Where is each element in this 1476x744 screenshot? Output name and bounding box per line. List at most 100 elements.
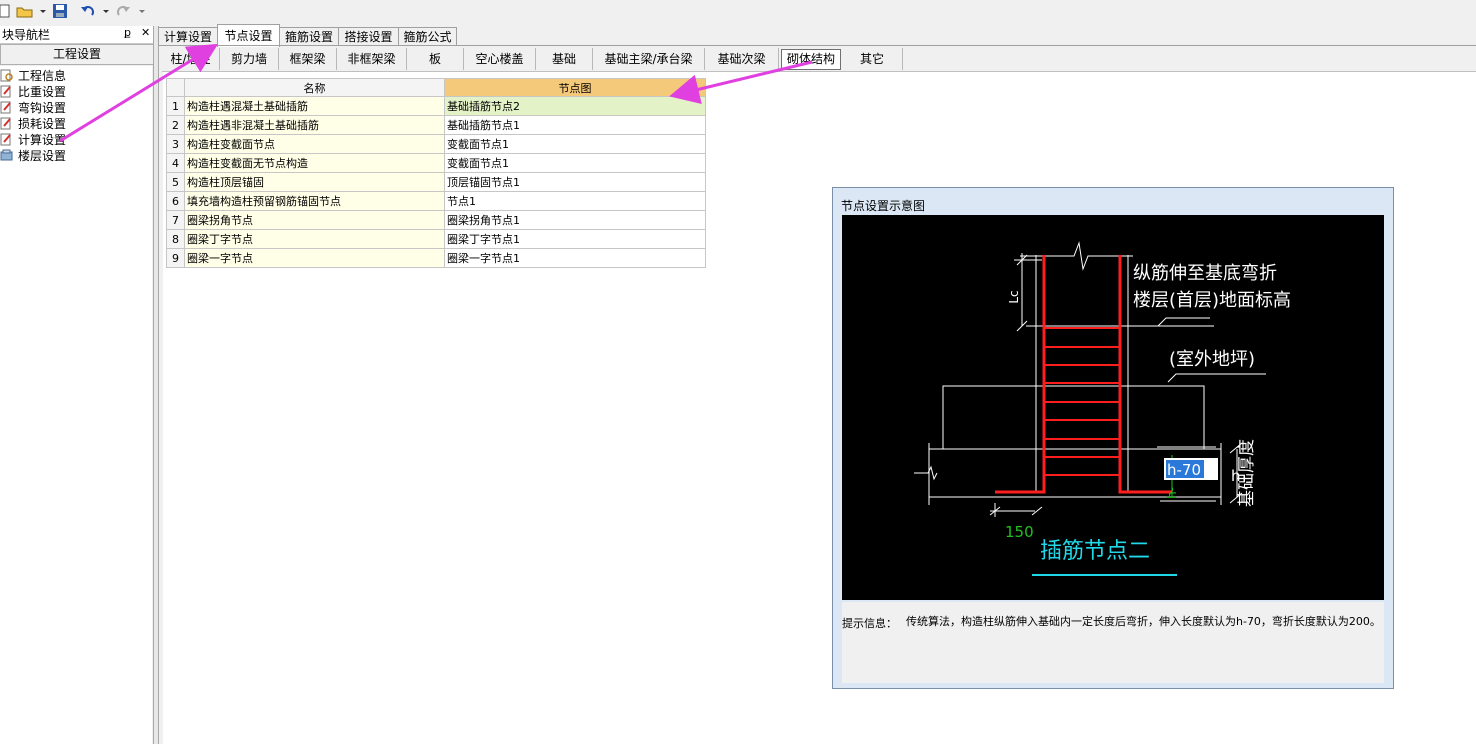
label-150: 150: [1005, 523, 1034, 541]
dialog-title: 节点设置示意图: [841, 199, 926, 213]
label-floor-elevation: 楼层(首层)地面标高: [1133, 290, 1291, 311]
info-panel: 提示信息： 传统算法，构造柱纵筋伸入基础内一定长度后弯折，伸入长度默认为h-70…: [842, 602, 1384, 683]
row-node-cell[interactable]: 基础插筋节点1: [444, 115, 706, 135]
subtab-foundation-main-beam[interactable]: 基础主梁/承台梁: [593, 48, 705, 70]
row-number: 2: [166, 115, 185, 135]
tab-lap-settings[interactable]: 搭接设置: [338, 27, 399, 46]
row-number: 3: [166, 134, 185, 154]
table-row[interactable]: 2 构造柱遇非混凝土基础插筋 基础插筋节点1: [166, 115, 706, 135]
row-node-cell[interactable]: 圈梁拐角节点1: [444, 210, 706, 230]
nav-list: 工程信息 比重设置 弯钩设置 损耗设置 计算设置 楼层设置: [0, 66, 152, 744]
open-icon[interactable]: [16, 2, 46, 20]
diagram-caption: 插筋节点二: [1040, 539, 1150, 564]
grid-corner: [166, 78, 185, 97]
nav-item-loss-settings[interactable]: 损耗设置: [0, 115, 66, 131]
row-name-cell[interactable]: 构造柱顶层锚固: [184, 172, 445, 192]
subtab-nonframe-beam[interactable]: 非框架梁: [337, 48, 407, 70]
nav-item-project-info[interactable]: 工程信息: [0, 67, 66, 83]
label-rebar-bend: 纵筋伸至基底弯折: [1133, 263, 1277, 284]
redo-icon[interactable]: [116, 2, 146, 20]
row-node-cell[interactable]: 变截面节点1: [444, 134, 706, 154]
tab-stirrup-formula[interactable]: 箍筋公式: [398, 27, 457, 46]
nav-item-label: 弯钩设置: [18, 100, 67, 115]
subtab-foundation-secondary-beam[interactable]: 基础次梁: [705, 48, 779, 70]
row-node-cell[interactable]: 节点1: [444, 191, 706, 211]
loss-icon: [0, 117, 11, 129]
panel-splitter[interactable]: [153, 26, 159, 744]
subtab-foundation[interactable]: 基础: [536, 48, 593, 70]
table-row[interactable]: 9 圈梁一字节点 圈梁一字节点1: [166, 248, 706, 268]
pin-icon[interactable]: ք: [124, 26, 131, 39]
info-text: 传统算法，构造柱纵筋伸入基础内一定长度后弯折，伸入长度默认为h-70，弯折长度默…: [906, 615, 1381, 628]
row-node-cell[interactable]: 变截面节点1: [444, 153, 706, 173]
row-number: 6: [166, 191, 185, 211]
node-diagram-dialog: 节点设置示意图 Lc: [832, 187, 1394, 689]
column-header-node[interactable]: 节点图: [444, 78, 706, 97]
node-diagram: Lc: [914, 241, 1291, 576]
info-icon: [0, 69, 13, 81]
label-h-minus: h-: [1165, 487, 1179, 499]
row-number: 8: [166, 229, 185, 249]
nav-item-label: 计算设置: [18, 132, 67, 147]
table-row[interactable]: 4 构造柱变截面无节点构造 变截面节点1: [166, 153, 706, 173]
nav-section-header[interactable]: 工程设置: [0, 44, 154, 65]
subtab-slab[interactable]: 板: [407, 48, 464, 70]
nav-item-hook-settings[interactable]: 弯钩设置: [0, 99, 66, 115]
save-icon[interactable]: [52, 2, 68, 20]
row-name-cell[interactable]: 构造柱变截面无节点构造: [184, 153, 445, 173]
tab-node-settings[interactable]: 节点设置: [217, 24, 280, 47]
row-number: 5: [166, 172, 185, 192]
nav-item-floor-settings[interactable]: 楼层设置: [0, 147, 66, 163]
row-node-cell[interactable]: 圈梁丁字节点1: [444, 229, 706, 249]
subtab-column[interactable]: 柱/墙柱: [162, 48, 220, 70]
nav-item-weight-settings[interactable]: 比重设置: [0, 83, 66, 99]
node-settings-grid: 名称 节点图 1 构造柱遇混凝土基础插筋 基础插筋节点2 2 构造柱遇非混凝土基…: [166, 78, 706, 268]
nav-item-calc-settings[interactable]: 计算设置: [0, 131, 66, 147]
hook-icon: [0, 101, 11, 113]
table-row[interactable]: 7 圈梁拐角节点 圈梁拐角节点1: [166, 210, 706, 230]
info-label: 提示信息：: [842, 617, 897, 630]
new-icon[interactable]: [0, 2, 10, 20]
table-row[interactable]: 8 圈梁丁字节点 圈梁丁字节点1: [166, 229, 706, 249]
row-number: 9: [166, 248, 185, 268]
undo-icon[interactable]: [80, 2, 110, 20]
row-number: 7: [166, 210, 185, 230]
grid-header-row: 名称 节点图: [166, 78, 706, 97]
subtab-frame-beam[interactable]: 框架梁: [279, 48, 337, 70]
tab-calc-settings[interactable]: 计算设置: [158, 27, 218, 46]
row-node-cell[interactable]: 顶层锚固节点1: [444, 172, 706, 192]
nav-panel-header: 块导航栏 ք ✕: [0, 26, 155, 44]
table-row[interactable]: 1 构造柱遇混凝土基础插筋 基础插筋节点2: [166, 96, 706, 116]
row-name-cell[interactable]: 圈梁一字节点: [184, 248, 445, 268]
nav-item-label: 楼层设置: [18, 148, 67, 163]
row-name-cell[interactable]: 圈梁拐角节点: [184, 210, 445, 230]
lc-label: Lc: [1007, 290, 1021, 303]
table-row[interactable]: 6 填充墙构造柱预留钢筋锚固节点 节点1: [166, 191, 706, 211]
subtab-shear-wall[interactable]: 剪力墙: [220, 48, 279, 70]
nav-item-label: 工程信息: [18, 68, 67, 83]
row-name-cell[interactable]: 构造柱变截面节点: [184, 134, 445, 154]
tab-strip-border: [158, 45, 1476, 46]
row-node-cell[interactable]: 圈梁一字节点1: [444, 248, 706, 268]
nav-item-label: 比重设置: [18, 84, 67, 99]
h70-input[interactable]: h-70: [1167, 461, 1201, 479]
subtab-masonry[interactable]: 砌体结构: [781, 49, 841, 70]
row-name-cell[interactable]: 圈梁丁字节点: [184, 229, 445, 249]
label-h: h: [1231, 467, 1241, 485]
row-name-cell[interactable]: 填充墙构造柱预留钢筋锚固节点: [184, 191, 445, 211]
calc-icon: [0, 133, 11, 145]
row-name-cell[interactable]: 构造柱遇混凝土基础插筋: [184, 96, 445, 116]
label-outdoor-ground: (室外地坪): [1169, 349, 1255, 370]
close-icon[interactable]: ✕: [141, 26, 151, 39]
subtab-hollow-floor[interactable]: 空心楼盖: [464, 48, 536, 70]
row-number: 4: [166, 153, 185, 173]
subtab-other[interactable]: 其它: [842, 48, 903, 70]
row-node-cell[interactable]: 基础插筋节点2: [444, 96, 706, 116]
column-header-name[interactable]: 名称: [184, 78, 445, 97]
node-diagram-canvas: Lc: [842, 215, 1384, 600]
tab-stirrup-settings[interactable]: 箍筋设置: [279, 27, 339, 46]
label-foundation-thickness: 基础厚度: [1237, 439, 1257, 507]
table-row[interactable]: 3 构造柱变截面节点 变截面节点1: [166, 134, 706, 154]
table-row[interactable]: 5 构造柱顶层锚固 顶层锚固节点1: [166, 172, 706, 192]
row-name-cell[interactable]: 构造柱遇非混凝土基础插筋: [184, 115, 445, 135]
